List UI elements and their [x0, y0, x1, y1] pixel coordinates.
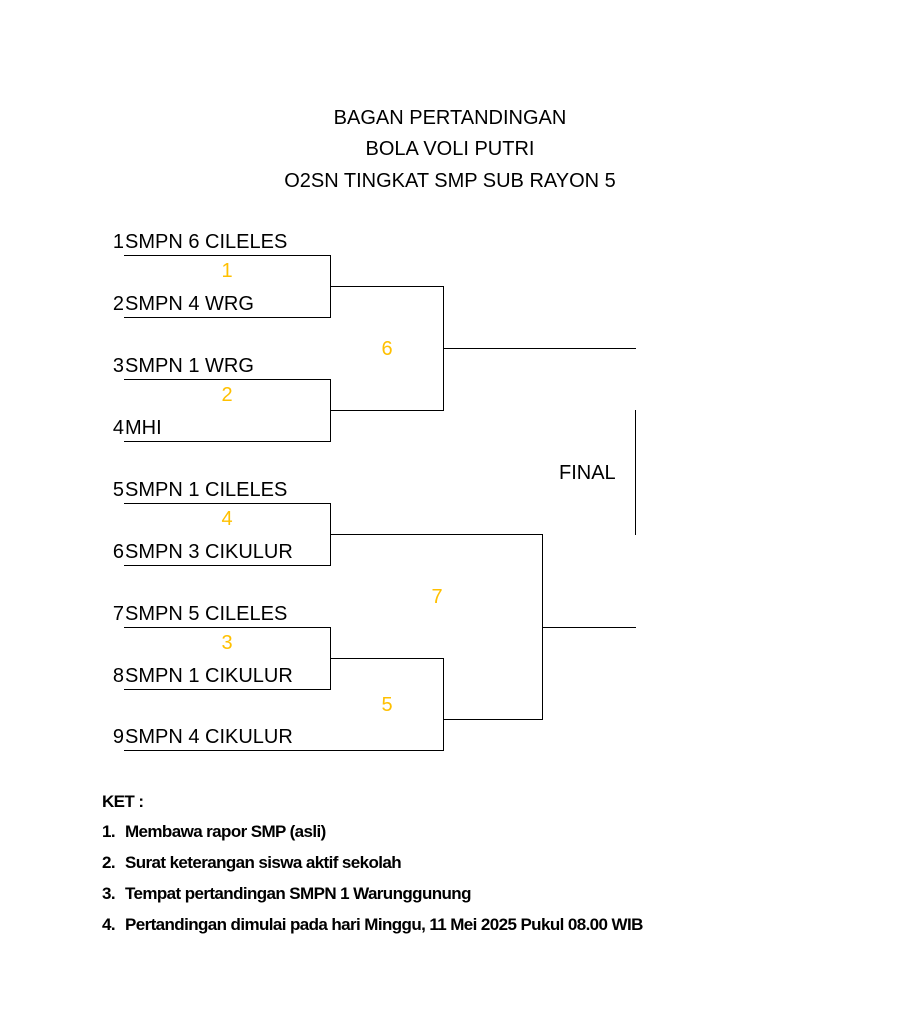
bracket-line-team-3 — [124, 379, 331, 380]
team-number: 6 — [112, 541, 124, 563]
bracket-line-team-1 — [124, 255, 331, 256]
bracket-line-team-9 — [124, 750, 444, 751]
note-number: 1. — [102, 822, 116, 841]
team-number: 7 — [112, 603, 124, 625]
team-number: 3 — [112, 355, 124, 377]
notes-heading: KET : — [102, 792, 144, 811]
team-entry-2: 2SMPN 4 WRG — [108, 292, 254, 316]
note-item-3: 3. Tempat pertandingan SMPN 1 Warunggunun… — [102, 878, 638, 909]
team-number: 8 — [112, 665, 124, 687]
bracket-title-line-3: O2SN TINGKAT SMP SUB RAYON 5 — [284, 170, 616, 192]
bracket-line-winner-4 — [330, 534, 543, 535]
team-entry-9: 9SMPN 4 CIKULUR — [108, 725, 293, 749]
bracket-line-winner-7 — [542, 627, 636, 628]
bracket-line-winner-1 — [330, 286, 444, 287]
team-name: SMPN 1 CILELES — [125, 479, 288, 501]
final-label: FINAL — [559, 462, 616, 484]
bracket-line-team-5 — [124, 503, 331, 504]
team-number: 1 — [112, 231, 124, 253]
note-text: Pertandingan dimulai pada hari Minggu, 1… — [125, 915, 643, 934]
bracket-line-team-7 — [124, 627, 331, 628]
bracket-title-line-2: BOLA VOLI PUTRI — [365, 138, 535, 160]
match-number-2: 2 — [221, 384, 233, 406]
bracket-title-line-1: BAGAN PERTANDINGAN — [333, 107, 567, 129]
bracket-line-team-8 — [124, 689, 331, 690]
team-name: SMPN 1 CIKULUR — [125, 665, 293, 687]
team-entry-8: 8SMPN 1 CIKULUR — [108, 664, 293, 688]
bracket-line-winner-3 — [330, 658, 444, 659]
notes-section: KET : 1. Membawa rapor SMP (asli) 2. Surat… — [102, 788, 643, 940]
note-item-2: 2. Surat keterangan siswa aktif sekolah — [102, 847, 638, 878]
team-entry-1: 1SMPN 6 CILELES — [108, 230, 287, 254]
team-name: SMPN 1 WRG — [125, 355, 254, 377]
team-name: SMPN 4 CIKULUR — [125, 726, 293, 748]
team-name: SMPN 4 WRG — [125, 293, 254, 315]
note-text: Tempat pertandingan SMPN 1 Warunggunung — [125, 884, 471, 903]
note-number: 2. — [102, 853, 116, 872]
bracket-line-winner-2 — [330, 410, 444, 411]
bracket-line-winner-6 — [443, 348, 636, 349]
note-text: Surat keterangan siswa aktif sekolah — [125, 853, 402, 872]
team-name: SMPN 3 CIKULUR — [125, 541, 293, 563]
team-name: MHI — [125, 417, 162, 439]
bracket-connector-match-5 — [443, 658, 444, 751]
team-number: 5 — [112, 479, 124, 501]
team-entry-3: 3SMPN 1 WRG — [108, 354, 254, 378]
match-number-7: 7 — [431, 586, 443, 608]
bracket-line-team-4 — [124, 441, 331, 442]
match-number-1: 1 — [221, 260, 233, 282]
note-text: Membawa rapor SMP (asli) — [125, 822, 326, 841]
team-entry-5: 5SMPN 1 CILELES — [108, 478, 287, 502]
team-name: SMPN 6 CILELES — [125, 231, 288, 253]
match-number-5: 5 — [381, 694, 393, 716]
team-entry-4: 4MHI — [108, 416, 162, 440]
team-number: 9 — [112, 726, 124, 748]
match-number-6: 6 — [381, 338, 393, 360]
team-entry-7: 7SMPN 5 CILELES — [108, 602, 287, 626]
bracket-connector-final — [635, 410, 636, 535]
bracket-line-team-6 — [124, 565, 331, 566]
match-number-3: 3 — [221, 632, 233, 654]
note-item-4: 4. Pertandingan dimulai pada hari Minggu,… — [102, 909, 643, 940]
team-number: 2 — [112, 293, 124, 315]
note-item-1: 1. Membawa rapor SMP (asli) — [102, 816, 638, 847]
bracket-line-team-2 — [124, 317, 331, 318]
match-number-4: 4 — [221, 508, 233, 530]
bracket-line-winner-5 — [443, 719, 543, 720]
team-name: SMPN 5 CILELES — [125, 603, 288, 625]
team-entry-6: 6SMPN 3 CIKULUR — [108, 540, 293, 564]
team-number: 4 — [112, 417, 124, 439]
note-number: 4. — [102, 915, 116, 934]
note-number: 3. — [102, 884, 116, 903]
